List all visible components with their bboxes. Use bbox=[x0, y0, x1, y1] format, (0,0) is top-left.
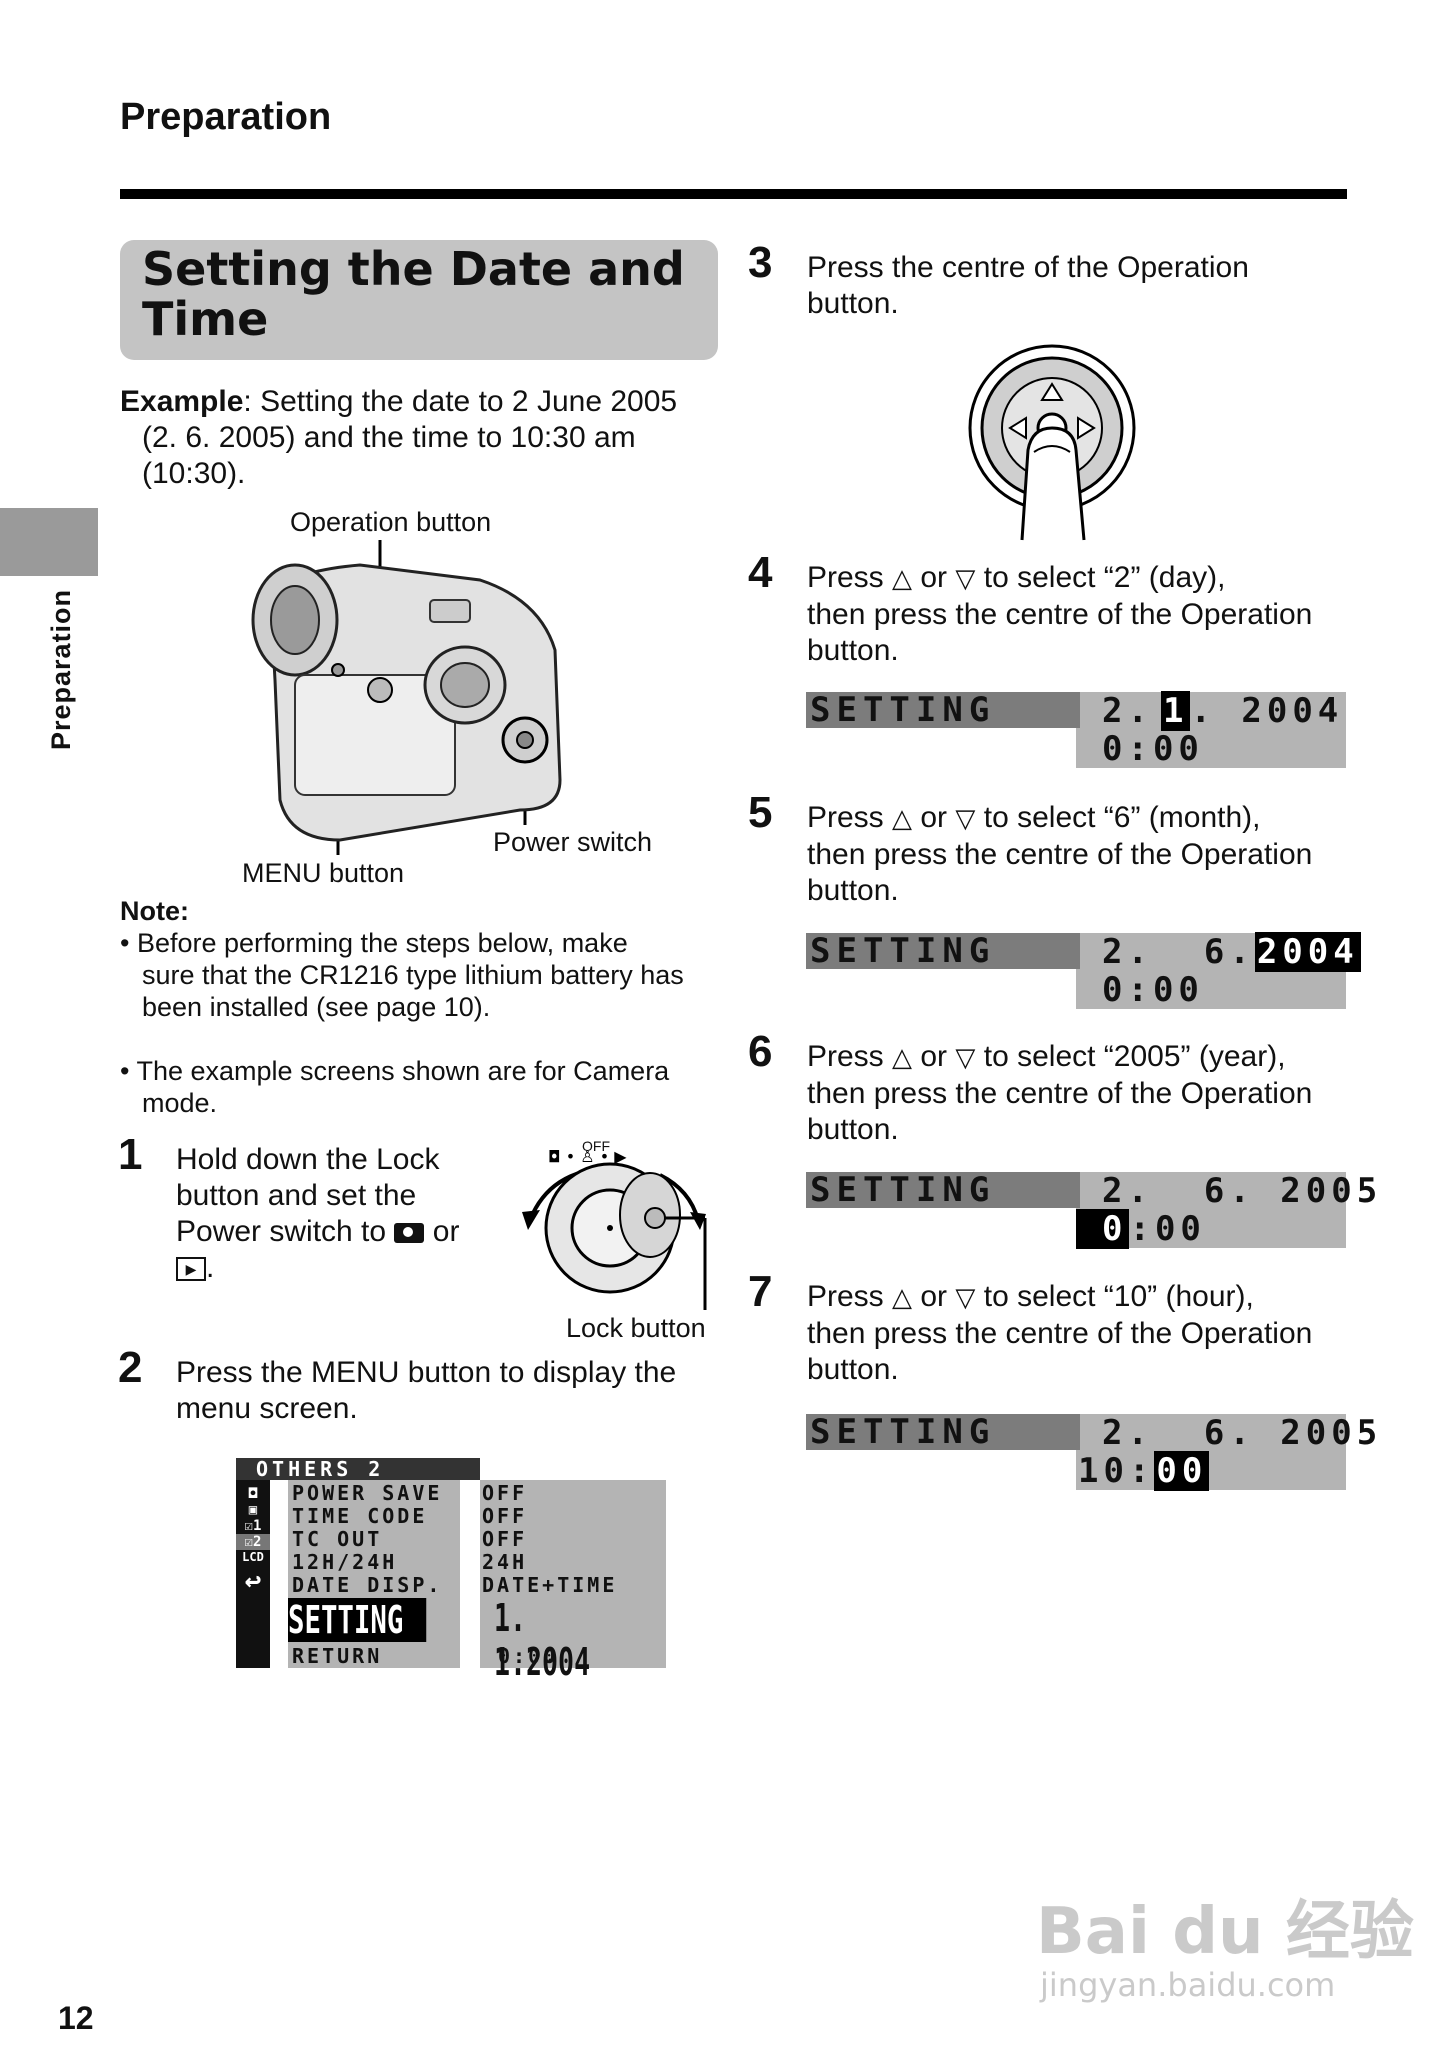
lcd-setting-label: SETTING bbox=[806, 692, 1080, 728]
lcd-time: 0:00 bbox=[1102, 729, 1204, 769]
menu-item: 12H/24H bbox=[292, 1550, 398, 1574]
lock-button-label: Lock button bbox=[566, 1313, 706, 1343]
lcd-selected-field: 0 bbox=[1076, 1209, 1130, 1249]
step-4-text: Press △ or ▽ to select “2” (day), then p… bbox=[807, 561, 1313, 667]
menu-screen: OTHERS 2 ◘ ▣ ☑1 ☑2 LCD ↩ POWER SAVE TIME… bbox=[236, 1458, 666, 1684]
watermark-url: jingyan.baidu.com bbox=[1040, 1966, 1336, 2004]
lcd-tab-icon: LCD bbox=[242, 1550, 264, 1564]
example-label: Example bbox=[120, 385, 244, 418]
down-arrow-icon: ▽ bbox=[955, 1283, 976, 1313]
menu-icon-column: ◘ ▣ ☑1 ☑2 LCD ↩ bbox=[236, 1480, 270, 1668]
up-arrow-icon: △ bbox=[892, 1283, 913, 1313]
step-6-text: Press △ or ▽ to select “2005” (year), th… bbox=[807, 1040, 1313, 1146]
lcd-time: 0:00 bbox=[1076, 1209, 1206, 1249]
dial-off-label: OFF bbox=[582, 1138, 610, 1154]
menu-item: TIME CODE bbox=[292, 1504, 428, 1528]
header-rule bbox=[120, 189, 1347, 199]
step-5-number: 5 bbox=[748, 788, 773, 837]
menu-value: OFF bbox=[482, 1481, 528, 1505]
menu-return: RETURN bbox=[292, 1644, 383, 1668]
lcd-setting-label: SETTING bbox=[806, 1172, 1080, 1208]
lcd-time: 10:00 bbox=[1078, 1451, 1210, 1491]
menu-button-label: MENU button bbox=[242, 858, 405, 888]
note-heading: Note: bbox=[120, 896, 189, 926]
lcd-date: 2. 6.2004 bbox=[1102, 932, 1361, 972]
up-arrow-icon: △ bbox=[892, 1043, 913, 1073]
operation-button-label: Operation button bbox=[290, 507, 492, 537]
lcd-step-6: SETTING 2. 6. 2005 0:00 bbox=[806, 1172, 1377, 1249]
operation-button-illustration bbox=[968, 344, 1136, 541]
lcd-selected-field: 2004 bbox=[1254, 932, 1361, 972]
lcd-setting-label: SETTING bbox=[806, 1414, 1080, 1450]
camera-tab-icon: ◘ bbox=[248, 1486, 258, 1502]
camcorder-illustration bbox=[251, 540, 562, 855]
lcd-step-4: SETTING 2.1. 2004 0:00 bbox=[806, 691, 1346, 769]
step-3-text: Press the centre of the Operation button… bbox=[807, 251, 1249, 320]
camera-mode-icon bbox=[394, 1223, 425, 1244]
playback-mode-icon: ▶ bbox=[176, 1257, 206, 1282]
side-tab-label: Preparation bbox=[46, 588, 76, 750]
menu-selected-time: 0:00 bbox=[498, 1644, 559, 1668]
step-2-text: Press the MENU button to display the men… bbox=[176, 1356, 677, 1425]
menu-items: POWER SAVE TIME CODE TC OUT 12H/24H DATE… bbox=[292, 1482, 442, 1597]
step-1-text: Hold down the Lock button and set the Po… bbox=[176, 1143, 460, 1284]
lcd-step-7: SETTING 2. 6. 2005 10:00 bbox=[806, 1414, 1377, 1491]
camera-settings-tab-icon: ▣ bbox=[248, 1502, 258, 1518]
menu-value: OFF bbox=[482, 1504, 528, 1528]
step-7-text: Press △ or ▽ to select “10” (hour), then… bbox=[807, 1280, 1313, 1386]
lcd-date: 2.1. 2004 bbox=[1102, 691, 1344, 731]
menu-selected-date: 1. 1.2004 bbox=[494, 1596, 591, 1684]
page-number: 12 bbox=[58, 2000, 94, 2036]
menu-item: TC OUT bbox=[292, 1527, 383, 1551]
up-arrow-icon: △ bbox=[892, 804, 913, 834]
example-paragraph: Example: Setting the date to 2 June 2005… bbox=[120, 385, 678, 490]
section-header: Preparation bbox=[120, 96, 332, 138]
lcd-date: 2. 6. 2005 bbox=[1102, 1171, 1383, 1211]
step-3-number: 3 bbox=[748, 238, 773, 287]
page-title-box: Setting the Date and Time bbox=[120, 240, 718, 360]
lcd-selected-field: 1 bbox=[1160, 691, 1191, 731]
step-6-number: 6 bbox=[748, 1027, 773, 1076]
page-title: Setting the Date and Time bbox=[142, 242, 685, 346]
step-5-text: Press △ or ▽ to select “6” (month), then… bbox=[807, 801, 1313, 907]
menu-item: DATE DISP. bbox=[292, 1573, 443, 1597]
down-arrow-icon: ▽ bbox=[955, 804, 976, 834]
menu-values: OFF OFF OFF 24H DATE+TIME bbox=[482, 1482, 617, 1597]
menu-title: OTHERS 2 bbox=[236, 1458, 480, 1480]
step-1-number: 1 bbox=[118, 1130, 143, 1179]
step-7-number: 7 bbox=[748, 1267, 773, 1316]
lcd-setting-label: SETTING bbox=[806, 933, 1080, 969]
others1-tab-icon: ☑1 bbox=[244, 1518, 262, 1534]
lcd-step-5: SETTING 2. 6.2004 0:00 bbox=[806, 932, 1361, 1010]
lcd-selected-field: 00 bbox=[1154, 1451, 1210, 1491]
menu-item: POWER SAVE bbox=[292, 1481, 443, 1505]
step-4-number: 4 bbox=[748, 548, 773, 597]
note-block: Note: • Before performing the steps belo… bbox=[120, 895, 740, 1119]
menu-selected-item: SETTING bbox=[288, 1598, 427, 1642]
menu-value: 24H bbox=[482, 1550, 528, 1574]
down-arrow-icon: ▽ bbox=[955, 564, 976, 594]
step-2-number: 2 bbox=[118, 1343, 143, 1392]
lcd-time: 0:00 bbox=[1102, 970, 1204, 1010]
power-dial-illustration: ◘ • ♙ • ▶ bbox=[522, 1150, 707, 1310]
svg-text:◘ • ♙ • ▶: ◘ • ♙ • ▶ bbox=[548, 1150, 627, 1166]
up-arrow-icon: △ bbox=[892, 564, 913, 594]
menu-value: OFF bbox=[482, 1527, 528, 1551]
lcd-date: 2. 6. 2005 bbox=[1102, 1413, 1383, 1453]
menu-value: DATE+TIME bbox=[482, 1573, 618, 1597]
down-arrow-icon: ▽ bbox=[955, 1043, 976, 1073]
watermark-brand: Bai du 经验 bbox=[1036, 1895, 1414, 1969]
side-tab bbox=[0, 508, 98, 576]
others2-tab-icon: ☑2 bbox=[236, 1534, 270, 1550]
power-switch-label: Power switch bbox=[493, 827, 653, 857]
return-icon: ↩ bbox=[244, 1564, 262, 1597]
